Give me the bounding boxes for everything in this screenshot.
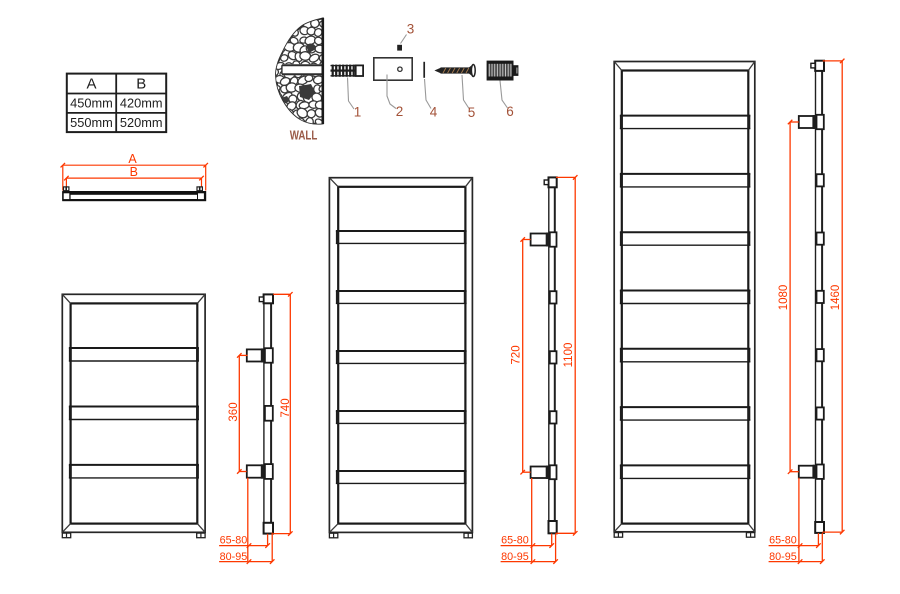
svg-text:A: A <box>128 152 137 166</box>
svg-text:80-95: 80-95 <box>769 551 797 563</box>
svg-text:A: A <box>86 76 96 93</box>
svg-text:B: B <box>136 76 146 93</box>
svg-text:WALL: WALL <box>290 129 318 142</box>
svg-text:65-80: 65-80 <box>220 535 248 547</box>
svg-text:1460: 1460 <box>830 285 842 311</box>
svg-text:420mm: 420mm <box>120 96 163 111</box>
svg-text:520mm: 520mm <box>120 115 163 130</box>
svg-text:80-95: 80-95 <box>501 551 529 563</box>
svg-text:720: 720 <box>510 345 522 364</box>
svg-text:740: 740 <box>280 398 292 417</box>
svg-text:65-80: 65-80 <box>501 535 529 547</box>
svg-text:4: 4 <box>430 105 438 120</box>
svg-text:360: 360 <box>228 402 240 421</box>
svg-text:450mm: 450mm <box>70 96 113 111</box>
svg-text:B: B <box>130 165 138 179</box>
svg-text:2: 2 <box>396 104 404 119</box>
svg-text:1: 1 <box>354 105 362 120</box>
svg-text:1080: 1080 <box>778 285 790 311</box>
svg-text:3: 3 <box>407 22 415 37</box>
svg-text:65-80: 65-80 <box>769 535 797 547</box>
svg-text:550mm: 550mm <box>70 115 113 130</box>
svg-text:5: 5 <box>468 105 476 120</box>
svg-text:80-95: 80-95 <box>220 551 248 563</box>
svg-text:1100: 1100 <box>563 343 575 368</box>
svg-text:6: 6 <box>506 104 514 119</box>
